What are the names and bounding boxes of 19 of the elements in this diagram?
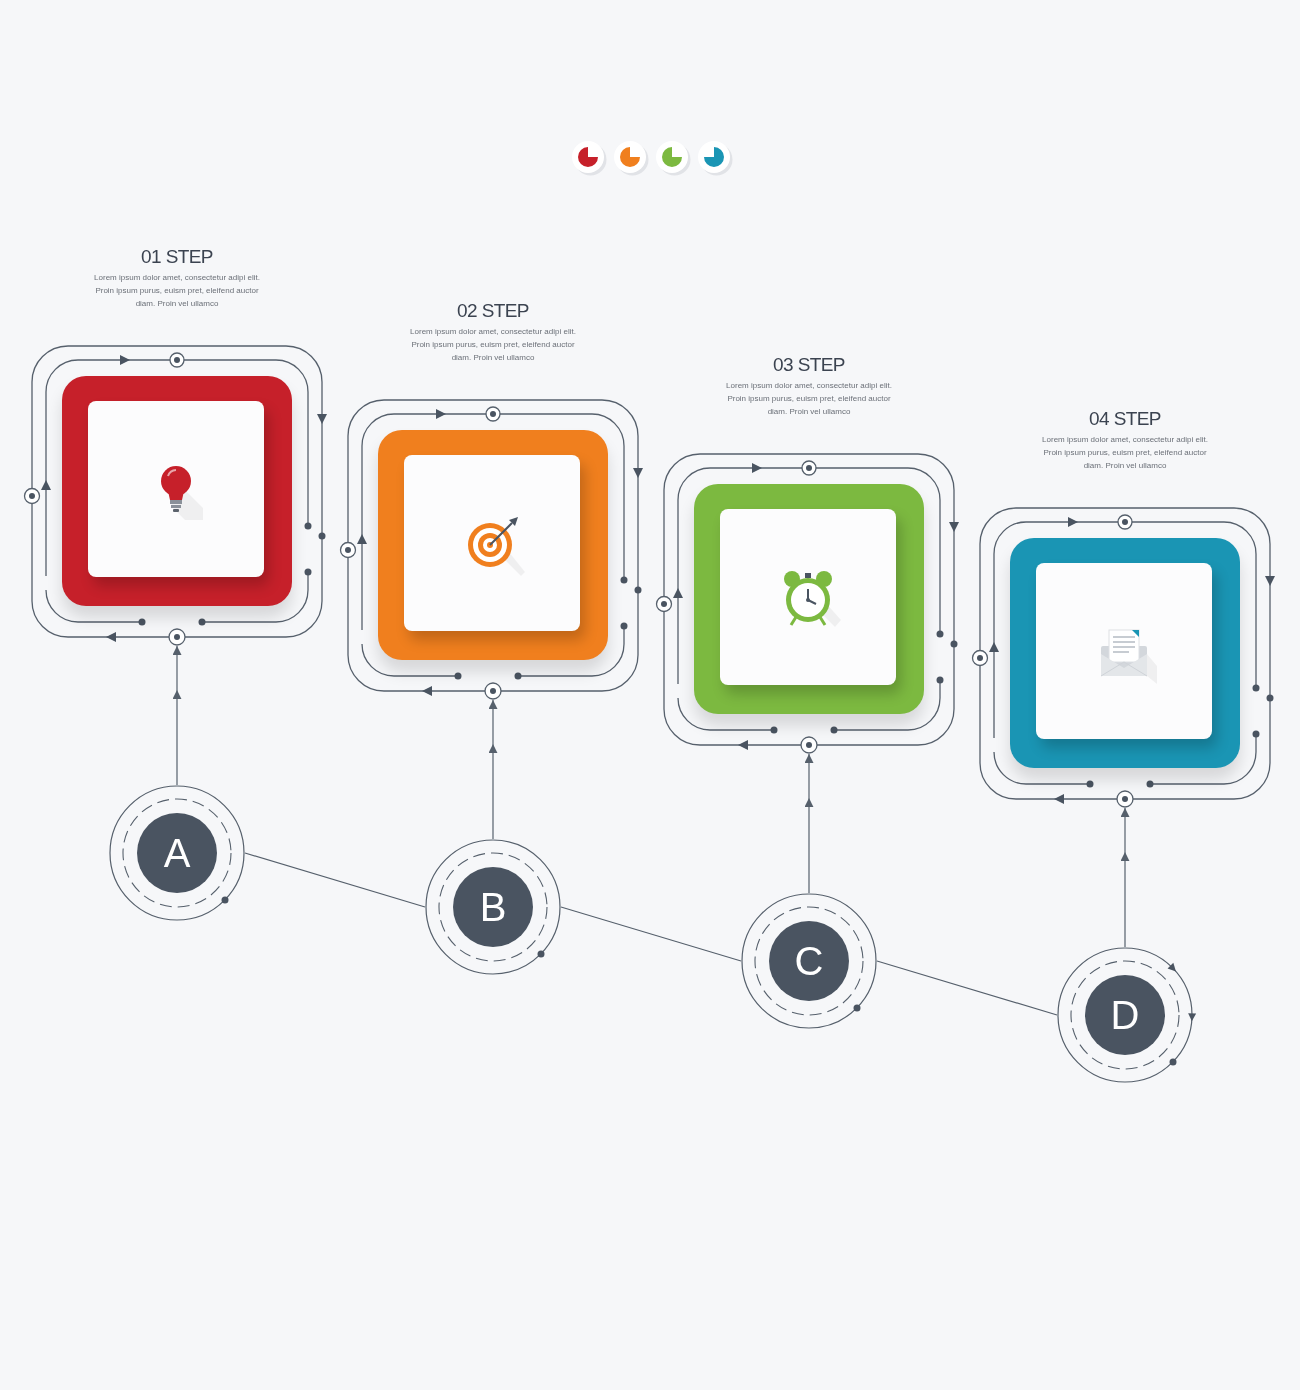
step-heading: 03 STEP <box>773 354 845 376</box>
step-heading: 01 STEP <box>141 246 213 268</box>
badge-letter: A <box>163 831 191 875</box>
badge-letter: B <box>479 885 507 929</box>
badge-letter: C <box>794 939 824 983</box>
arrow <box>1121 807 1130 948</box>
step-description: Lorem ipsum dolor amet, consectetur adipi elit. Proin ipsum purus, euism pret, eleifend auctor diam. Proin vel ullamco <box>725 380 893 418</box>
step-description: Lorem ipsum dolor amet, consectetur adipi elit. Proin ipsum purus, euism pret, eleifend auctor diam. Proin vel ullamco <box>1041 434 1209 472</box>
step-heading: 04 STEP <box>1089 408 1161 430</box>
step-heading: 02 STEP <box>457 300 529 322</box>
connector-line <box>244 852 426 908</box>
step-description: Lorem ipsum dolor amet, consectetur adipi elit. Proin ipsum purus, euism pret, eleifend auctor diam. Proin vel ullamco <box>409 326 577 364</box>
arrow <box>805 753 814 894</box>
connector-line <box>560 906 742 962</box>
step-description: Lorem ipsum dolor amet, consectetur adipi elit. Proin ipsum purus, euism pret, eleifend auctor diam. Proin vel ullamco <box>93 272 261 310</box>
arrow <box>173 645 182 786</box>
badge-letter: D <box>1110 993 1140 1037</box>
connector-line <box>876 960 1058 1016</box>
arrow <box>489 699 498 840</box>
